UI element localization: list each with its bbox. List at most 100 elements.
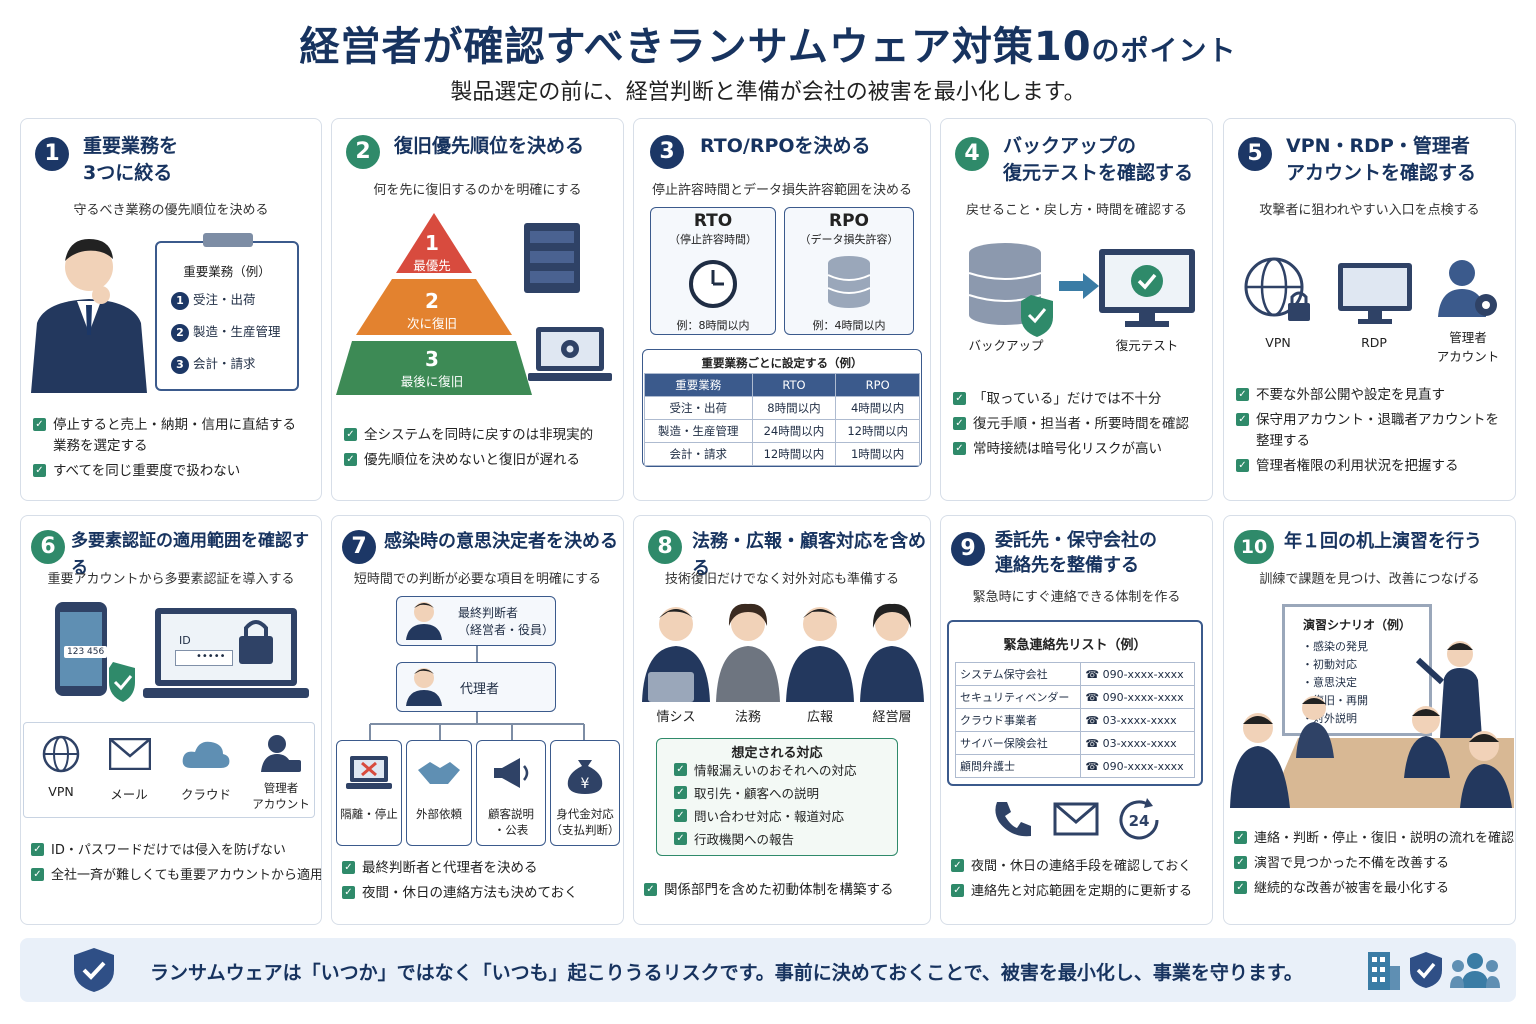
otp-code: 123 456 bbox=[64, 646, 108, 658]
svg-text:¥: ¥ bbox=[581, 776, 590, 792]
globe-lock-icon bbox=[1244, 257, 1310, 321]
org-node-label: 代理者 bbox=[460, 682, 500, 697]
point-card-5: 5 VPN・RDP・管理者アカウントを確認する 攻撃者に狙われやすい入口を点検す… bbox=[1223, 118, 1516, 501]
org-node-label: 最終判断者（経営者・役員） bbox=[458, 606, 555, 637]
decision-label: 顧客説明・公表 bbox=[488, 807, 534, 837]
check-item: ID・パスワードだけでは侵入を防げない bbox=[31, 840, 321, 861]
deputy-avatar-icon bbox=[406, 668, 442, 706]
point-title: 多要素認証の適用範囲を確認する bbox=[71, 531, 309, 578]
point-description: 技術復旧だけでなく対外対応も準備する bbox=[664, 572, 899, 587]
footer-banner: ランサムウェアは「いつか」ではなく「いつも」起こりうるリスクです。事前に決めてお… bbox=[20, 938, 1516, 1002]
point-description: 攻撃者に狙われやすい入口を点検する bbox=[1259, 203, 1480, 218]
point-number: 1 bbox=[35, 137, 69, 171]
icon-label: バックアップ bbox=[968, 338, 1044, 353]
handshake-icon bbox=[418, 762, 460, 784]
arrow-right-icon bbox=[1059, 273, 1099, 299]
clipboard-title: 重要業務（例） bbox=[183, 264, 271, 279]
admin-user-gear-icon bbox=[1438, 260, 1497, 317]
megaphone-icon bbox=[494, 758, 529, 788]
check-item: 連絡・判断・停止・復旧・説明の流れを確認 bbox=[1234, 828, 1515, 849]
rto-example: 例：8時間以内 bbox=[676, 319, 750, 332]
point-description: 訓練で課題を見つけ、改善につなげる bbox=[1259, 572, 1480, 587]
point-checklist: 最終判断者と代理者を決める 夜間・休日の連絡方法も決めておく bbox=[342, 858, 620, 908]
point-number: 7 bbox=[342, 530, 376, 564]
mfa-targets bbox=[23, 722, 315, 818]
icon-label: VPN bbox=[1265, 335, 1291, 350]
cloud-icon bbox=[182, 741, 230, 768]
login-password-field: ••••• bbox=[175, 650, 233, 666]
point-card-7: 7 感染時の意思決定者を決める 短時間での判断が必要な項目を明確にする 最終判断… bbox=[331, 515, 624, 925]
building-icon bbox=[1368, 952, 1400, 990]
point-description: 何を先に復旧するのかを明確にする bbox=[373, 183, 582, 198]
icon-label: クラウド bbox=[180, 787, 231, 802]
mail-icon bbox=[1053, 802, 1099, 836]
rto-label: RTO（停止許容時間） bbox=[669, 211, 757, 246]
check-item: 全システムを同時に戻すのは非現実的 bbox=[344, 425, 620, 446]
point-description: 守るべき業務の優先順位を決める bbox=[73, 203, 269, 218]
role-label: 情シス bbox=[656, 710, 696, 725]
point-number: 3 bbox=[650, 135, 684, 169]
point-checklist: 「取っている」だけでは不十分 復元手順・担当者・所要時間を確認 常時接続は暗号化… bbox=[953, 389, 1211, 464]
list-item: ・初動対応 bbox=[1302, 658, 1357, 671]
point-checklist: 関係部門を含めた初動体制を構築する bbox=[644, 880, 928, 905]
database-icon bbox=[827, 256, 871, 308]
point-description: 短時間での判断が必要な項目を明確にする bbox=[353, 572, 602, 587]
point-number: 9 bbox=[951, 532, 985, 566]
decision-external bbox=[406, 740, 472, 846]
icon-label: RDP bbox=[1361, 335, 1387, 350]
point-number: 8 bbox=[648, 530, 682, 564]
check-item: 管理者権限の利用状況を把握する bbox=[1236, 456, 1514, 477]
point-card-4: 4 バックアップの復元テストを確認する 戻せること・戻し方・時間を確認する バッ… bbox=[940, 118, 1213, 501]
contact-table: システム保守会社☎ 090-xxxx-xxxx セキュリティベンダー☎ 090-… bbox=[954, 662, 1195, 778]
list-item: ・感染の発見 bbox=[1302, 640, 1368, 653]
decision-label: 身代金対応（支払判断） bbox=[550, 807, 620, 837]
point-card-8: 8 法務・広報・顧客対応を含める 技術復旧だけでなく対外対応も準備する 情シス … bbox=[633, 515, 931, 925]
list-item: 情報漏えいのおそれへの対応 bbox=[674, 760, 898, 781]
priority-pyramid bbox=[336, 213, 532, 395]
page-title: 経営者が確認すべきランサムウェア対策10のポイント bbox=[299, 24, 1237, 70]
point-description: 重要アカウントから多要素認証を導入する bbox=[47, 572, 295, 587]
table-row: システム保守会社☎ 090-xxxx-xxxx bbox=[954, 662, 1195, 686]
decision-disclosure bbox=[476, 740, 546, 846]
icon-label: 管理者アカウント bbox=[252, 781, 310, 811]
whiteboard-title: 演習シナリオ（例） bbox=[1302, 618, 1411, 632]
monitor-icon bbox=[1338, 263, 1412, 324]
shield-check-icon bbox=[1410, 952, 1442, 988]
people-group-icon bbox=[1450, 953, 1500, 988]
role-label: 法務 bbox=[734, 710, 761, 725]
table-row: サイバー保険会社☎ 03-xxxx-xxxx bbox=[954, 731, 1195, 755]
point-card-3: 3 RTO/RPOを決める 停止許容時間とデータ損失許容範囲を決める RTO（停… bbox=[633, 118, 931, 501]
point-title: RTO/RPOを決める bbox=[700, 135, 871, 157]
point-number: 10 bbox=[1234, 530, 1274, 564]
list-item: 取引先・顧客への説明 bbox=[674, 783, 898, 804]
list-item: 行政機関への報告 bbox=[674, 829, 898, 850]
monitor-check-icon bbox=[1099, 249, 1195, 327]
point-title: 復旧優先順位を決める bbox=[394, 135, 585, 157]
backup-database-icon bbox=[968, 243, 1053, 337]
point-title: 法務・広報・顧客対応を含める bbox=[692, 531, 926, 579]
table-title: 重要業務ごとに設定する（例） bbox=[701, 356, 863, 370]
phone-icon bbox=[995, 802, 1031, 837]
check-item: 優先順位を決めないと復旧が遅れる bbox=[344, 450, 620, 471]
shield-check-icon bbox=[74, 948, 114, 992]
check-item: 関係部門を含めた初動体制を構築する bbox=[644, 880, 928, 901]
check-item: 不要な外部公開や設定を見直す bbox=[1236, 385, 1514, 406]
check-item: 夜間・休日の連絡方法も決めておく bbox=[342, 883, 620, 904]
expected-actions-list: 情報漏えいのおそれへの対応 取引先・顧客への説明 問い合わせ対応・報道対応 行政… bbox=[674, 760, 898, 852]
check-item: 夜間・休日の連絡手段を確認しておく bbox=[951, 856, 1212, 877]
point-title: 委託先・保守会社の連絡先を整備する bbox=[995, 530, 1157, 576]
icon-label: 管理者アカウント bbox=[1436, 330, 1500, 364]
check-item: 全社一斉が難しくても重要アカウントから適用 bbox=[31, 865, 321, 886]
globe-icon bbox=[42, 735, 80, 773]
